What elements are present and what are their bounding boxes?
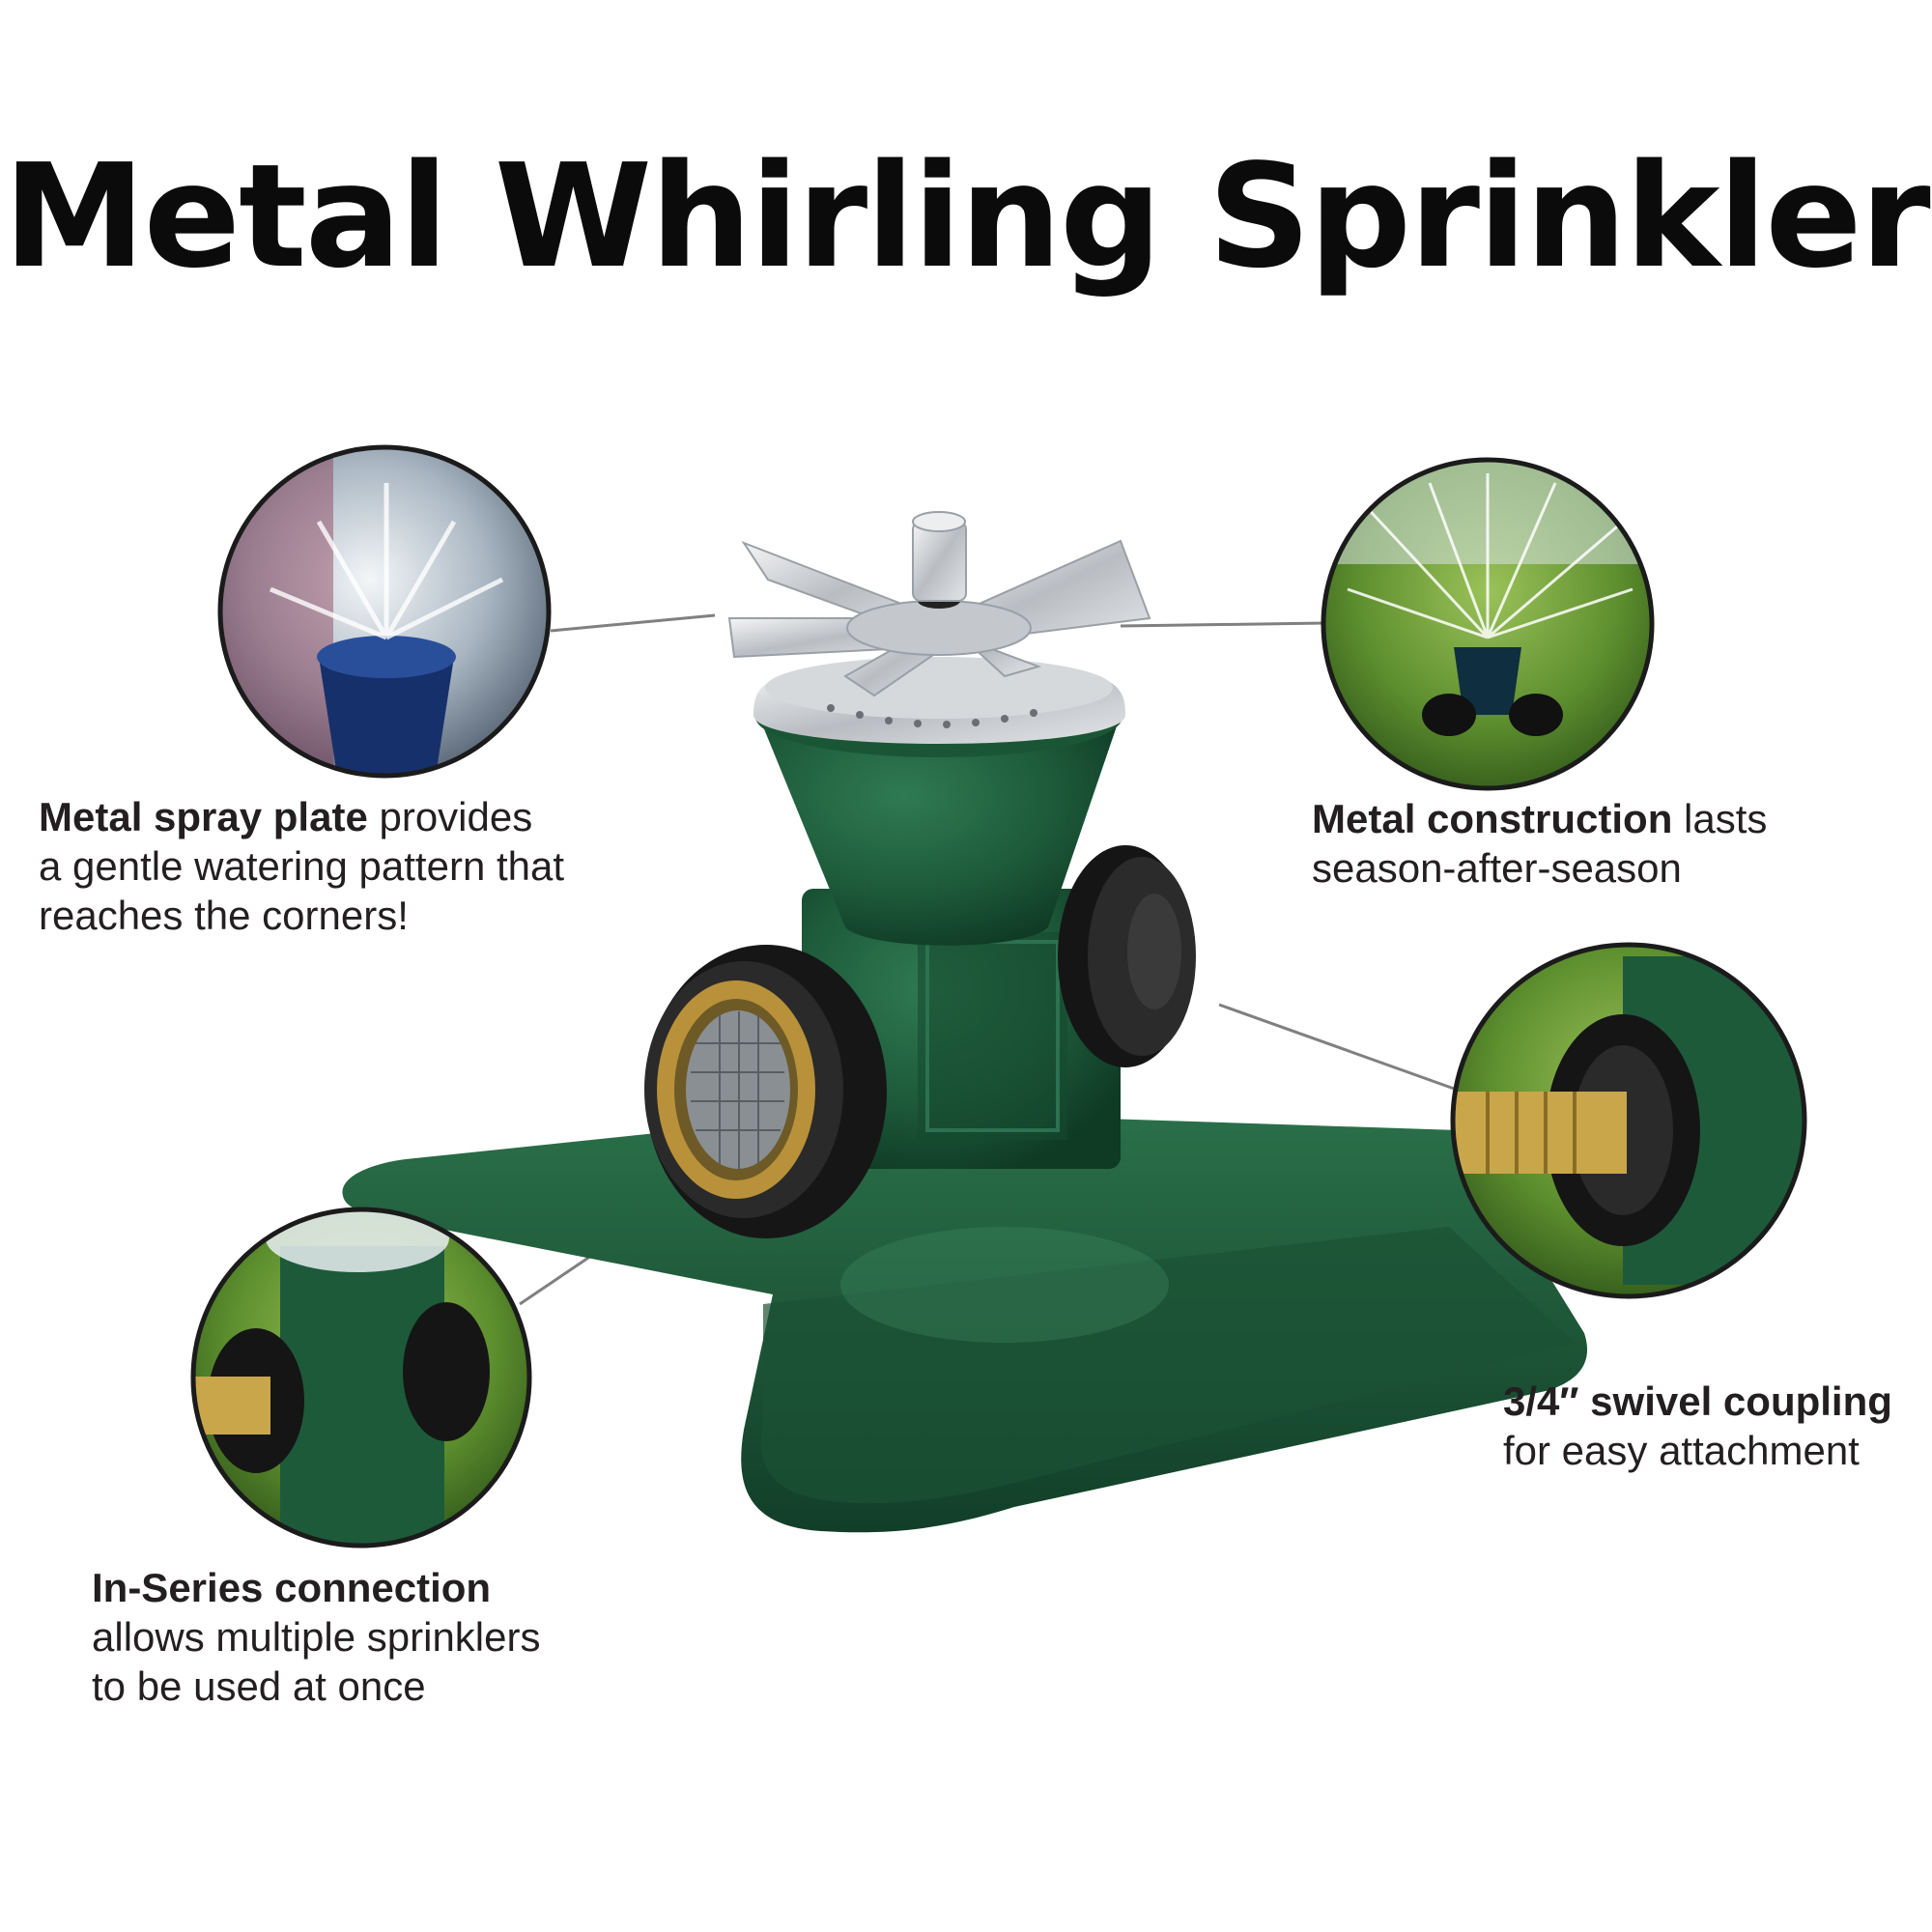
right-hose-coupling bbox=[1058, 845, 1196, 1067]
callout-construction-line1: Metal construction lasts bbox=[1312, 796, 1768, 841]
sprinkler-base bbox=[342, 1111, 1588, 1533]
detail-photo-construction bbox=[1323, 460, 1652, 788]
detail-circle-4-border bbox=[190, 1207, 532, 1548]
left-hose-coupling bbox=[644, 945, 887, 1238]
callout-spray-plate-line2: a gentle watering pattern that bbox=[39, 843, 565, 889]
callout-swivel-coupling: 3/4″ swivel coupling for easy attachment bbox=[1503, 1377, 1892, 1475]
detail-circle-2-border bbox=[1321, 457, 1655, 791]
callout-coupling-line1: 3/4″ swivel coupling bbox=[1503, 1378, 1892, 1424]
callout-in-series: In-Series connection allows multiple spr… bbox=[92, 1563, 540, 1711]
callout-coupling-line2: for easy attachment bbox=[1503, 1428, 1860, 1473]
detail-circle-3-border bbox=[1450, 942, 1807, 1299]
callout-in-series-line1: In-Series connection bbox=[92, 1565, 492, 1610]
callout-spray-plate-line1: Metal spray plate provides bbox=[39, 794, 533, 839]
callout-in-series-line3: to be used at once bbox=[92, 1663, 426, 1709]
callout-construction: Metal construction lasts season-after-se… bbox=[1312, 794, 1767, 893]
callout-spray-plate: Metal spray plate provides a gentle wate… bbox=[39, 792, 564, 940]
metal-spray-head bbox=[727, 511, 1151, 744]
detail-photo-spray-plate bbox=[220, 447, 549, 776]
page-title: Metal Whirling Sprinkler bbox=[3, 133, 1930, 299]
callout-spray-plate-line3: reaches the corners! bbox=[39, 893, 409, 938]
callout-construction-line2: season-after-season bbox=[1312, 845, 1682, 891]
detail-photo-in-series bbox=[193, 1209, 529, 1546]
callout-in-series-line2: allows multiple sprinklers bbox=[92, 1614, 541, 1660]
detail-circle-1-border bbox=[217, 444, 552, 779]
